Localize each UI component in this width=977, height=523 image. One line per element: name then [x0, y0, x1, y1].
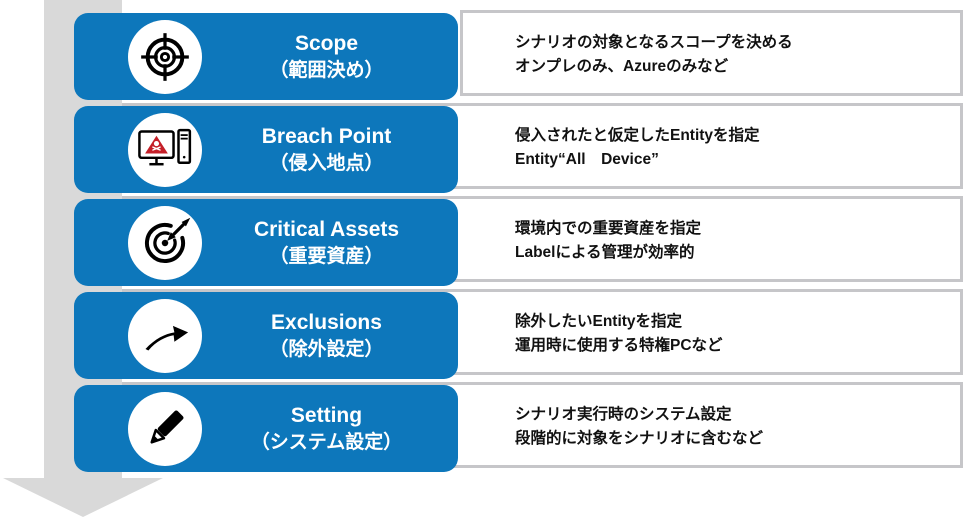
- step-title: Critical Assets （重要資産）: [195, 199, 458, 286]
- step-description-line: シナリオの対象となるスコープを決める: [515, 33, 793, 51]
- curved-arrow-icon: [139, 310, 191, 362]
- step-title-ja: （範囲決め）: [269, 59, 384, 81]
- step-description-panel: [460, 10, 963, 96]
- step-row-critical-assets: Critical Assets （重要資産） 環境内での重要資産を指定 Labe…: [0, 196, 977, 286]
- step-header: Critical Assets （重要資産）: [74, 199, 458, 286]
- step-row-exclusions: Exclusions （除外設定） 除外したいEntityを指定 運用時に使用す…: [0, 289, 977, 379]
- step-icon-circle: [128, 206, 202, 280]
- step-title: Breach Point （侵入地点）: [195, 106, 458, 193]
- down-arrow-head: [3, 478, 163, 517]
- step-description-line: 除外したいEntityを指定: [515, 312, 683, 330]
- step-title-en: Exclusions: [271, 311, 382, 335]
- step-description: 侵入されたと仮定したEntityを指定 Entity“All Device”: [515, 106, 955, 190]
- dartboard-icon: [139, 217, 191, 269]
- step-header: Scope （範囲決め）: [74, 13, 458, 100]
- step-description-line: オンプレのみ、Azureのみなど: [515, 58, 729, 75]
- step-icon-circle: [128, 299, 202, 373]
- target-scope-icon: [139, 31, 191, 83]
- step-title-en: Scope: [294, 32, 359, 56]
- step-header: Breach Point （侵入地点）: [74, 106, 458, 193]
- step-header: Setting （システム設定）: [74, 385, 458, 472]
- step-title-en: Critical Assets: [253, 218, 400, 242]
- step-title: Exclusions （除外設定）: [195, 292, 458, 379]
- step-row-scope: Scope （範囲決め） シナリオの対象となるスコープを決める オンプレのみ、A…: [0, 10, 977, 100]
- step-description: シナリオの対象となるスコープを決める オンプレのみ、Azureのみなど: [515, 13, 955, 97]
- step-description-line: 運用時に使用する特権PCなど: [515, 337, 723, 354]
- step-description: シナリオ実行時のシステム設定 段階的に対象をシナリオに含むなど: [515, 385, 955, 469]
- step-icon-circle: [128, 20, 202, 94]
- step-title-ja: （システム設定）: [250, 431, 403, 453]
- step-header: Exclusions （除外設定）: [74, 292, 458, 379]
- step-title-en: Breach Point: [261, 125, 392, 149]
- step-icon-circle: [128, 113, 202, 187]
- compromised-device-icon: [138, 128, 192, 172]
- step-description: 環境内での重要資産を指定 Labelによる管理が効率的: [515, 199, 955, 283]
- step-description-line: 侵入されたと仮定したEntityを指定: [515, 126, 760, 144]
- step-title-en: Setting: [290, 404, 363, 428]
- step-description: 除外したいEntityを指定 運用時に使用する特権PCなど: [515, 292, 955, 376]
- step-title-ja: （重要資産）: [269, 245, 384, 267]
- pencil-icon: [139, 403, 191, 455]
- step-title-ja: （除外設定）: [269, 338, 384, 360]
- step-row-setting: Setting （システム設定） シナリオ実行時のシステム設定 段階的に対象をシ…: [0, 382, 977, 472]
- step-description-line: 環境内での重要資産を指定: [515, 219, 702, 237]
- step-row-breach-point: Breach Point （侵入地点） 侵入されたと仮定したEntityを指定 …: [0, 103, 977, 193]
- step-description-line: シナリオ実行時のシステム設定: [515, 405, 732, 423]
- step-description-line: 段階的に対象をシナリオに含むなど: [515, 430, 764, 447]
- step-description-line: Entity“All Device”: [515, 151, 659, 168]
- step-icon-circle: [128, 392, 202, 466]
- step-title: Setting （システム設定）: [195, 385, 458, 472]
- step-title: Scope （範囲決め）: [195, 13, 458, 100]
- step-title-ja: （侵入地点）: [269, 152, 384, 174]
- step-description-line: Labelによる管理が効率的: [515, 244, 695, 261]
